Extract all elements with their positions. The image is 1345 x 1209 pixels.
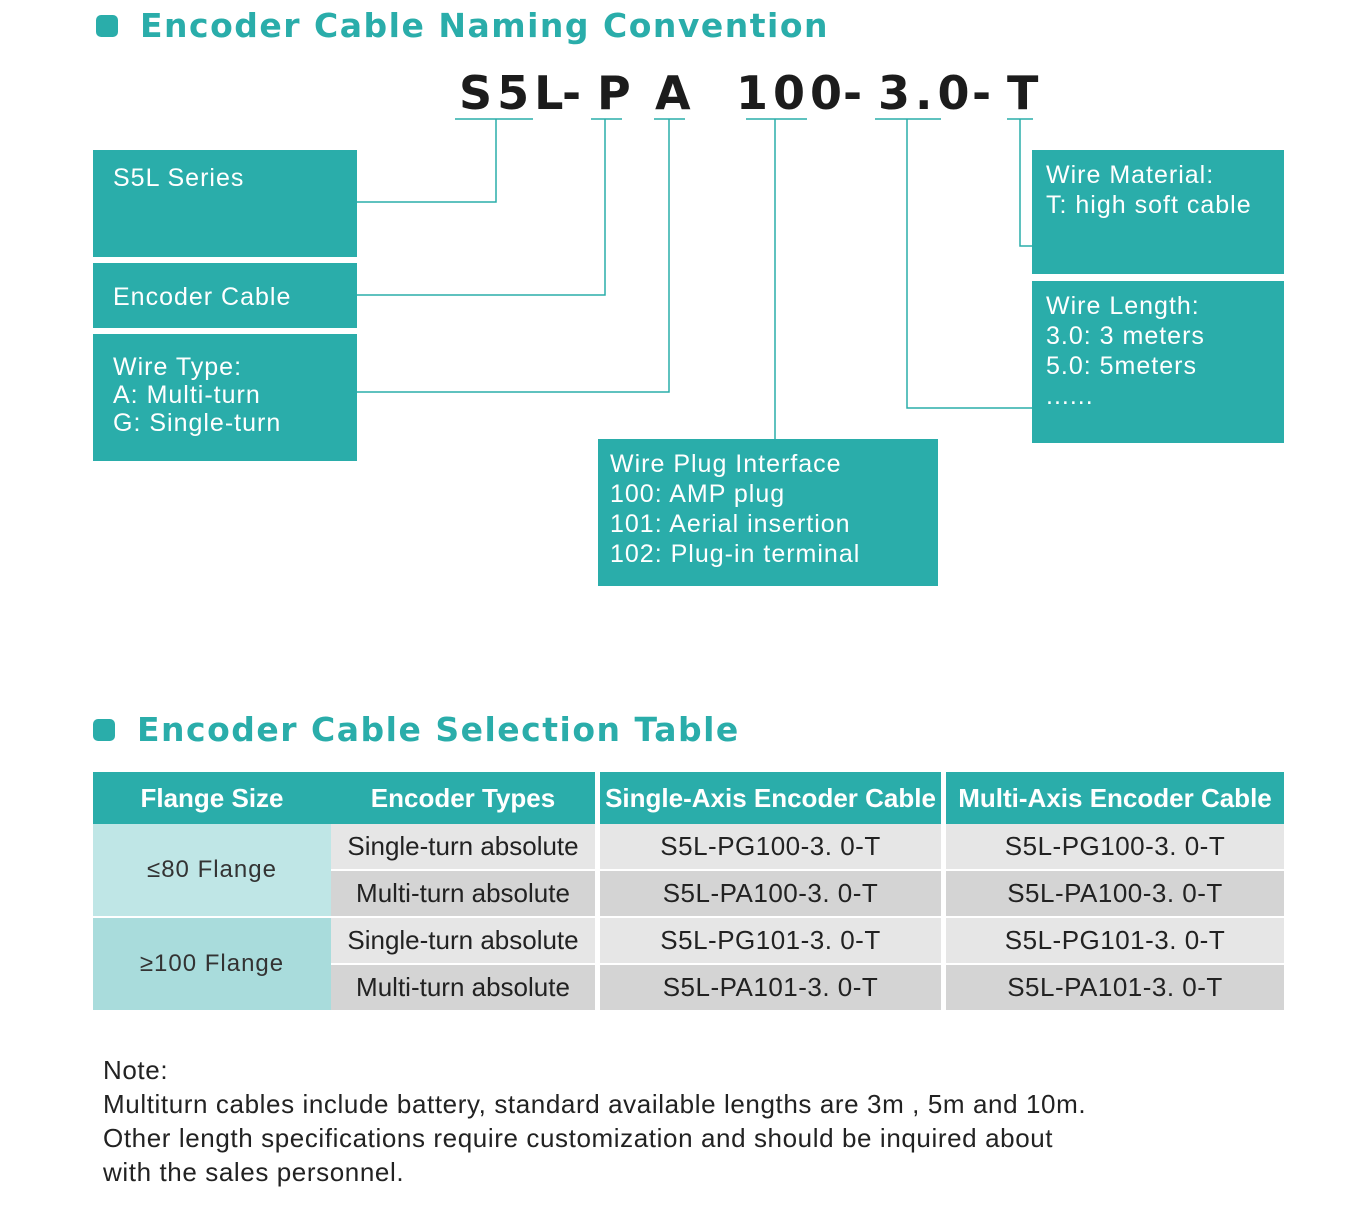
box-plug-line: 101: Aerial insertion [610, 510, 851, 538]
selection-table: Flange Size Encoder Types Single-Axis En… [93, 772, 1284, 1012]
code-seg-material: T [1007, 66, 1044, 120]
square-bullet-icon [93, 718, 115, 741]
single-axis-cell: S5L-PG101-3. 0-T [595, 918, 941, 965]
table-row: Multi-turn absolute S5L-PA100-3. 0-T S5L… [93, 871, 1284, 918]
box-wire-type-line: Wire Type: [113, 353, 243, 381]
box-encoder-cable-line: Encoder Cable [113, 283, 292, 311]
single-axis-cell: S5L-PA101-3. 0-T [595, 965, 941, 1012]
code-dash-1: - [562, 66, 587, 120]
box-plug-line: Wire Plug Interface [610, 450, 842, 478]
code-seg-cable: P [597, 66, 636, 120]
note-block: Note: Multiturn cables include battery, … [103, 1053, 1086, 1189]
encoder-type-cell: Single-turn absolute [331, 918, 595, 965]
table-row: Multi-turn absolute S5L-PA101-3. 0-T S5L… [93, 965, 1284, 1012]
box-length-line: 5.0: 5meters [1046, 352, 1197, 380]
table-row: ≤80 Flange Single-turn absolute S5L-PG10… [93, 824, 1284, 918]
flange-cell: ≥100 Flange [93, 918, 331, 1012]
table-row: ≥100 Flange Single-turn absolute S5L-PG1… [93, 918, 1284, 1012]
selection-heading: Encoder Cable Selection Table [93, 710, 740, 749]
box-length-line: ...... [1046, 382, 1094, 410]
note-title: Note: [103, 1055, 169, 1085]
code-dash-2: - [843, 66, 868, 120]
multi-axis-cell: S5L-PA101-3. 0-T [941, 965, 1284, 1012]
header-single-axis: Single-Axis Encoder Cable [595, 772, 941, 824]
box-plug-line: 100: AMP plug [610, 480, 786, 508]
box-wire-type: Wire Type: A: Multi-turn G: Single-turn [93, 334, 357, 461]
note-line: with the sales personnel. [103, 1157, 405, 1187]
box-wire-length: Wire Length: 3.0: 3 meters 5.0: 5meters … [1032, 281, 1284, 443]
flange-cell: ≤80 Flange [93, 824, 331, 918]
multi-axis-cell: S5L-PG101-3. 0-T [941, 918, 1284, 965]
encoder-type-cell: Multi-turn absolute [331, 871, 595, 918]
box-plug-line: 102: Plug-in terminal [610, 540, 861, 568]
code-dash-3: - [972, 66, 997, 120]
box-series-line: S5L Series [113, 164, 245, 192]
note-line: Other length specifications require cust… [103, 1123, 1054, 1153]
code-seg-length: 3.0 [878, 66, 975, 120]
code-seg-plug: 100 [736, 66, 848, 120]
connector-lines [357, 118, 1033, 439]
multi-axis-cell: S5L-PA100-3. 0-T [941, 871, 1284, 918]
naming-heading-text: Encoder Cable Naming Convention [140, 6, 830, 45]
square-bullet-icon [96, 14, 118, 37]
code-seg-wire-type: A [655, 66, 696, 120]
naming-heading: Encoder Cable Naming Convention [96, 6, 829, 45]
box-material-line: Wire Material: [1046, 161, 1215, 189]
single-axis-cell: S5L-PA100-3. 0-T [595, 871, 941, 918]
single-axis-cell: S5L-PG100-3. 0-T [595, 824, 941, 871]
selection-heading-text: Encoder Cable Selection Table [137, 710, 740, 749]
header-flange-size: Flange Size [93, 772, 331, 824]
box-series: S5L Series [93, 150, 357, 257]
box-wire-type-line: G: Single-turn [113, 409, 282, 437]
encoder-type-cell: Multi-turn absolute [331, 965, 595, 1012]
box-length-line: 3.0: 3 meters [1046, 322, 1205, 350]
note-line: Multiturn cables include battery, standa… [103, 1089, 1087, 1119]
box-wire-material: Wire Material: T: high soft cable [1032, 150, 1284, 274]
multi-axis-cell: S5L-PG100-3. 0-T [941, 824, 1284, 871]
table-header-row: Flange Size Encoder Types Single-Axis En… [93, 772, 1284, 824]
box-length-line: Wire Length: [1046, 292, 1200, 320]
box-encoder-cable: Encoder Cable [93, 263, 357, 328]
box-material-line: T: high soft cable [1046, 191, 1252, 219]
encoder-type-cell: Single-turn absolute [331, 824, 595, 871]
header-encoder-types: Encoder Types [331, 772, 595, 824]
header-multi-axis: Multi-Axis Encoder Cable [941, 772, 1284, 824]
box-wire-type-line: A: Multi-turn [113, 381, 261, 409]
code-seg-series: S5L [459, 66, 569, 120]
box-plug-interface: Wire Plug Interface 100: AMP plug 101: A… [598, 439, 938, 586]
